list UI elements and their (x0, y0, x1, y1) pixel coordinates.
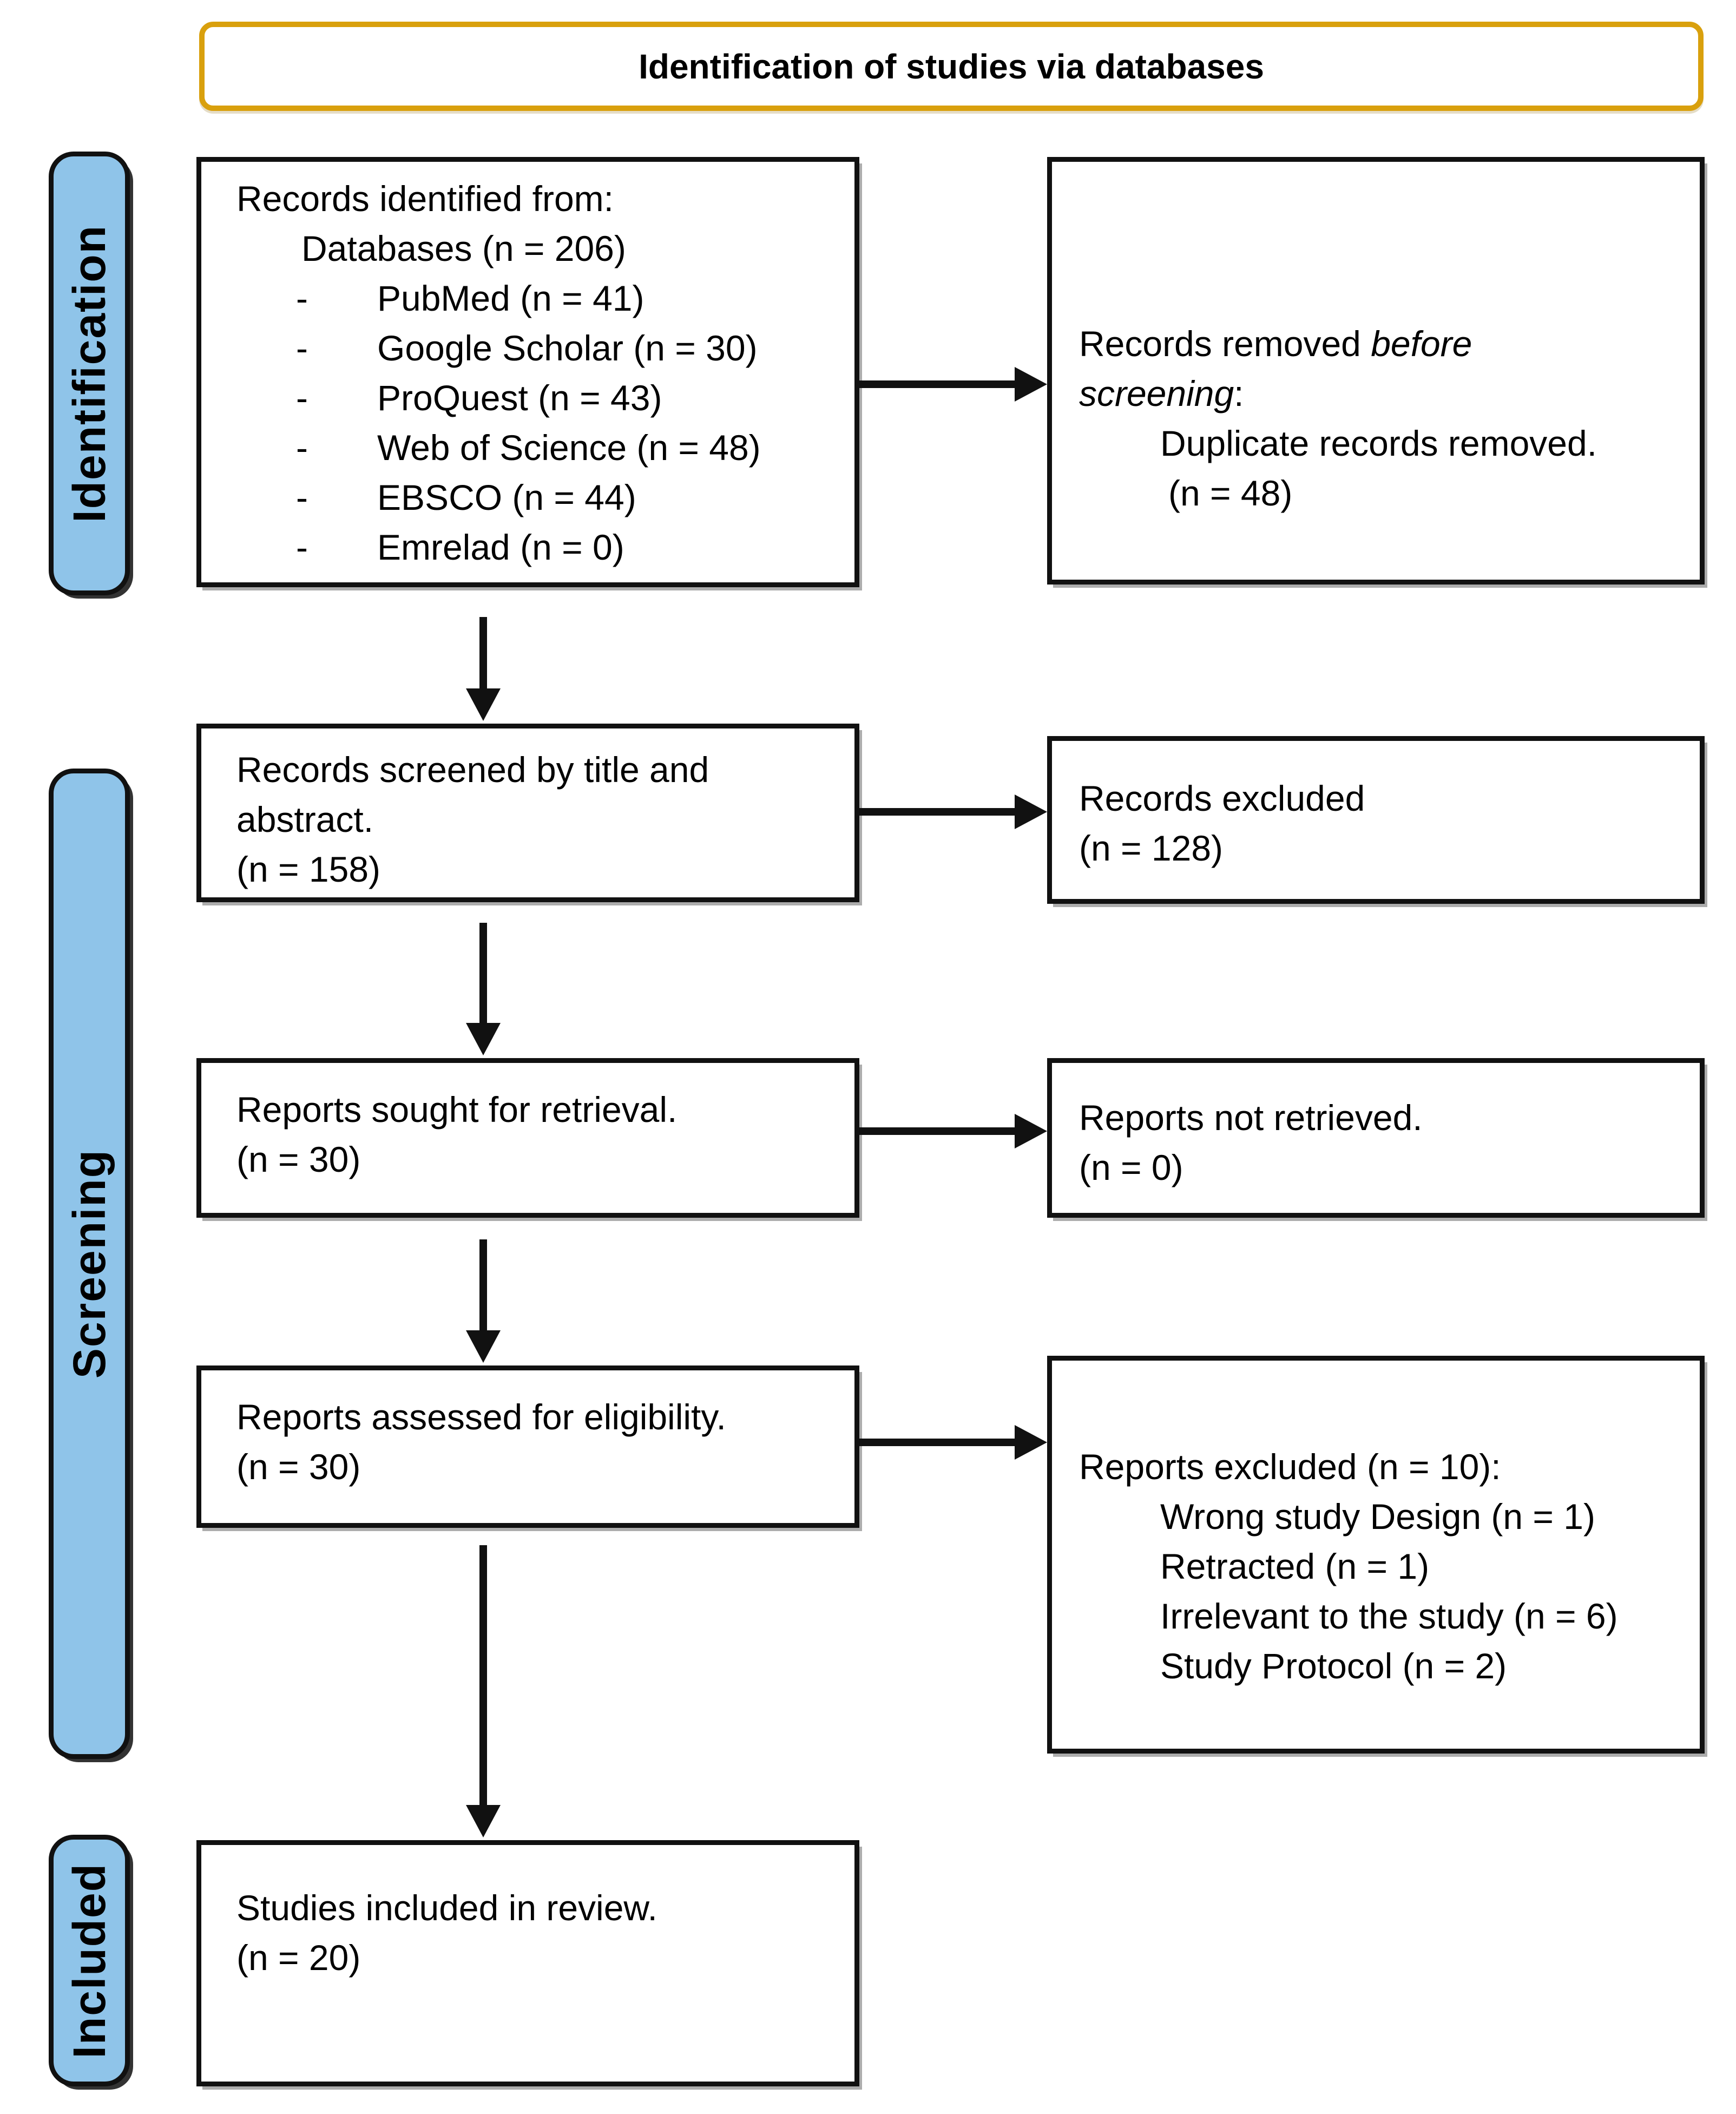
arrowhead-down-icon (466, 1023, 501, 1055)
box-reports-assessed: Reports assessed for eligibility. (n = 3… (196, 1365, 859, 1528)
sidebar-stage-screening: Screening (49, 769, 130, 1759)
box-records-excluded: Records excluded (n = 128) (1047, 736, 1705, 904)
reason-wrong-study-design: Wrong study Design (n = 1) (1160, 1496, 1595, 1537)
dash-marker: - (296, 378, 308, 418)
box-records-identified: Records identified from: Databases (n = … (196, 157, 859, 587)
arrow-identified-to-removed (859, 380, 1017, 388)
arrowhead-right-icon (1015, 795, 1047, 829)
list-item: - Google Scholar (n = 30) (236, 323, 841, 373)
stage-label-identification: Identification (63, 224, 115, 523)
box-reports-sought: Reports sought for retrieval. (n = 30) (196, 1058, 859, 1218)
reason-study-protocol: Study Protocol (n = 2) (1160, 1646, 1507, 1686)
reports-excluded-heading: Reports excluded (n = 10): (1079, 1447, 1501, 1487)
records-screened-count: (n = 158) (236, 849, 380, 889)
box-records-screened: Records screened by title and abstract. … (196, 724, 859, 902)
records-removed-colon: : (1234, 373, 1244, 413)
reports-not-retrieved-count: (n = 0) (1079, 1147, 1183, 1187)
records-removed-line1: Records removed before (1079, 319, 1689, 369)
database-proquest: ProQuest (n = 43) (377, 378, 662, 418)
list-item: - Web of Science (n = 48) (236, 423, 841, 472)
box-records-removed: Records removed before screening: Duplic… (1047, 157, 1705, 585)
arrow-assessed-to-excluded (859, 1439, 1017, 1446)
database-web-of-science: Web of Science (n = 48) (377, 428, 761, 468)
dash-marker: - (296, 328, 308, 368)
arrow-identified-to-screened (479, 617, 487, 692)
records-removed-italic-screening: screening (1079, 373, 1234, 413)
dash-marker: - (296, 278, 308, 318)
box-reports-excluded: Reports excluded (n = 10): Wrong study D… (1047, 1356, 1705, 1754)
records-excluded-text: Records excluded (1079, 778, 1365, 818)
arrow-assessed-to-included (479, 1545, 487, 1807)
arrow-sought-to-not-retrieved (859, 1127, 1017, 1135)
arrowhead-right-icon (1015, 1114, 1047, 1148)
duplicates-removed-text: Duplicate records removed. (1160, 423, 1597, 463)
records-removed-line2: screening: (1079, 369, 1689, 418)
box-studies-included: Studies included in review. (n = 20) (196, 1840, 859, 2086)
box-reports-not-retrieved: Reports not retrieved. (n = 0) (1047, 1058, 1705, 1218)
reports-assessed-text: Reports assessed for eligibility. (236, 1397, 726, 1437)
arrowhead-right-icon (1015, 367, 1047, 402)
stage-label-included: Included (63, 1862, 115, 2059)
list-item: - EBSCO (n = 44) (236, 472, 841, 522)
reports-assessed-count: (n = 30) (236, 1447, 361, 1487)
reports-sought-count: (n = 30) (236, 1139, 361, 1179)
arrowhead-down-icon (466, 688, 501, 721)
records-screened-text: Records screened by title and abstract. (236, 750, 709, 839)
dash-marker: - (296, 477, 308, 517)
sidebar-stage-included: Included (49, 1835, 130, 2086)
reports-sought-text: Reports sought for retrieval. (236, 1089, 678, 1130)
reason-irrelevant: Irrelevant to the study (n = 6) (1160, 1596, 1618, 1636)
list-item: - Emrelad (n = 0) (236, 522, 841, 572)
sidebar-stage-identification: Identification (49, 152, 130, 595)
arrowhead-right-icon (1015, 1425, 1047, 1460)
dash-marker: - (296, 428, 308, 468)
records-excluded-count: (n = 128) (1079, 828, 1223, 868)
records-identified-heading: Records identified from: (236, 179, 614, 219)
records-removed-text: Records removed (1079, 324, 1371, 364)
records-removed-italic-before: before (1371, 324, 1472, 364)
database-emrelad: Emrelad (n = 0) (377, 527, 624, 567)
database-google-scholar: Google Scholar (n = 30) (377, 328, 758, 368)
arrow-sought-to-assessed (479, 1239, 487, 1332)
records-identified-databases-total: Databases (n = 206) (301, 228, 626, 268)
arrowhead-down-icon (466, 1805, 501, 1837)
arrow-screened-to-sought (479, 923, 487, 1026)
reports-not-retrieved-text: Reports not retrieved. (1079, 1098, 1423, 1138)
duplicates-removed-count: (n = 48) (1168, 473, 1293, 513)
reason-retracted: Retracted (n = 1) (1160, 1546, 1430, 1586)
list-item: - ProQuest (n = 43) (236, 373, 841, 423)
dash-marker: - (296, 527, 308, 567)
title-banner: Identification of studies via databases (199, 22, 1704, 111)
title-text: Identification of studies via databases (639, 47, 1264, 86)
database-pubmed: PubMed (n = 41) (377, 278, 645, 318)
arrowhead-down-icon (466, 1330, 501, 1363)
arrow-screened-to-excluded (859, 808, 1017, 816)
database-ebsco: EBSCO (n = 44) (377, 477, 636, 517)
studies-included-text: Studies included in review. (236, 1888, 657, 1928)
stage-label-screening: Screening (63, 1148, 115, 1379)
studies-included-count: (n = 20) (236, 1938, 361, 1978)
list-item: - PubMed (n = 41) (236, 273, 841, 323)
